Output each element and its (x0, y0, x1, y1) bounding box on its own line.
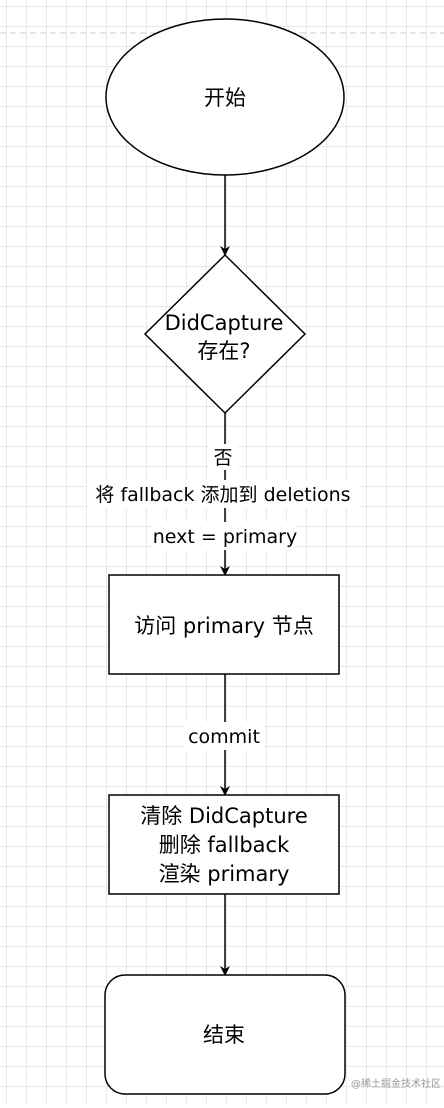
edge-label-add-deletions-bg (87, 480, 359, 508)
edge-label-next-primary-bg (153, 522, 297, 550)
edge-label-no: 否 (213, 447, 232, 469)
edge-label-add-deletions: 将 fallback 添加到 deletions (95, 484, 350, 506)
visit-node: 访问 primary 节点 (108, 574, 340, 675)
start-label: 开始 (204, 86, 246, 110)
visit-rect (108, 574, 340, 675)
edge-label-visit-to-commit: commit (184, 722, 264, 750)
decision-label-line-2: 存在? (197, 339, 250, 363)
end-label: 结束 (203, 1023, 245, 1047)
commit-actions-line-2: 删除 fallback (159, 833, 290, 857)
commit-actions-node: 清除 DidCapture 删除 fallback 渲染 primary (108, 794, 340, 895)
decision-node: DidCapture 存在? (143, 253, 307, 415)
watermark: @稀土掘金技术社区 (351, 1077, 441, 1090)
edge-label-no-bg (208, 444, 238, 470)
end-rounded-rect (104, 974, 346, 1095)
edge-label-commit: commit (188, 726, 260, 748)
commit-actions-line-3: 渲染 primary (159, 862, 290, 886)
edge-label-decision-to-visit: 否 将 fallback 添加到 deletions next = primar… (87, 444, 359, 550)
commit-actions-line-1: 清除 DidCapture (140, 804, 308, 828)
decision-label-line-1: DidCapture (165, 311, 284, 335)
end-node: 结束 (104, 974, 346, 1095)
visit-label: 访问 primary 节点 (134, 614, 314, 638)
edge-label-commit-bg (184, 722, 264, 750)
commit-actions-rect (108, 794, 340, 895)
edge-label-next-primary: next = primary (153, 526, 297, 548)
start-node: 开始 (105, 18, 345, 176)
